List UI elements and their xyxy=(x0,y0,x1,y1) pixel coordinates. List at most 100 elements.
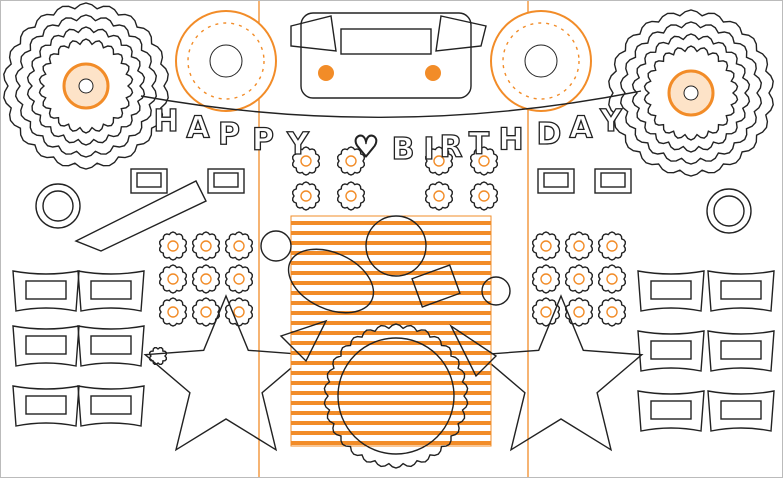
fan-right xyxy=(435,15,487,52)
cupcake-top xyxy=(345,155,357,167)
banner-letter: Y xyxy=(599,104,623,139)
tablecloth-stripe xyxy=(291,291,491,295)
cupcake xyxy=(191,231,221,261)
place-card-label xyxy=(720,400,762,420)
tablecloth-stripe xyxy=(291,331,491,335)
paper-rosette xyxy=(38,38,134,134)
cupcake xyxy=(564,297,594,327)
cupcake xyxy=(158,264,188,294)
cupcake xyxy=(424,146,454,176)
cupcake xyxy=(224,297,254,327)
party-glasses xyxy=(74,180,207,252)
gift-card xyxy=(411,264,461,308)
tablecloth-stripe xyxy=(291,241,491,245)
banner-letter: R xyxy=(439,130,462,165)
name-card xyxy=(594,168,632,194)
star-decoration xyxy=(478,294,644,452)
tablecloth-stripe xyxy=(291,251,491,255)
cupcake xyxy=(531,231,561,261)
tablecloth-stripe xyxy=(291,301,491,305)
plate-rim xyxy=(713,195,745,227)
banner-letter: A xyxy=(186,111,210,146)
tablecloth-stripe xyxy=(291,321,491,325)
cupcake-top xyxy=(200,306,212,318)
orange-ball xyxy=(425,65,441,81)
place-card-label xyxy=(25,395,67,415)
tablecloth-stripe xyxy=(291,231,491,235)
tablecloth-stripe xyxy=(291,281,491,285)
cupcake xyxy=(224,264,254,294)
banner-letter: B xyxy=(392,132,415,167)
cupcake xyxy=(291,181,321,211)
banner-string xyxy=(140,90,642,119)
tablecloth-stripe xyxy=(291,391,491,395)
cupcake xyxy=(191,264,221,294)
cupcake-top xyxy=(573,240,585,252)
cupcake-top xyxy=(478,155,490,167)
tablecloth-stripe xyxy=(291,311,491,315)
banner-letter: D xyxy=(537,117,562,152)
fan-left xyxy=(290,15,337,52)
name-card-label xyxy=(136,172,162,188)
tablecloth-stripe xyxy=(291,341,491,345)
cupcake-top xyxy=(233,273,245,285)
cupcake-top xyxy=(573,306,585,318)
doily-center xyxy=(337,337,455,455)
name-card-label xyxy=(543,172,569,188)
place-card-label xyxy=(720,280,762,300)
cupcake-top xyxy=(233,240,245,252)
cupcake xyxy=(597,264,627,294)
doily xyxy=(323,323,469,469)
cupcake xyxy=(158,231,188,261)
place-card-label xyxy=(25,335,67,355)
tablecloth-stripe xyxy=(291,401,491,405)
name-card xyxy=(130,168,168,194)
cupcake-top xyxy=(200,240,212,252)
cupcake-top xyxy=(167,240,179,252)
cupcake xyxy=(531,264,561,294)
plate xyxy=(35,183,81,229)
place-card xyxy=(707,330,775,372)
star-decoration xyxy=(143,294,309,452)
tablecloth-stripe xyxy=(291,361,491,365)
cupcake xyxy=(597,231,627,261)
cupcake xyxy=(469,181,499,211)
cupcake-top xyxy=(167,306,179,318)
utensil-bowl xyxy=(365,215,427,277)
name-card-label xyxy=(213,172,239,188)
cupcake xyxy=(336,146,366,176)
cupcake xyxy=(291,146,321,176)
rosette-hole xyxy=(683,85,699,101)
cupcake xyxy=(531,297,561,327)
tablecloth-stripe xyxy=(291,381,491,385)
paper-rosette xyxy=(631,33,751,153)
paper-rosette xyxy=(3,2,169,170)
cupcake-top xyxy=(233,306,245,318)
party-hat xyxy=(449,323,498,378)
cupcake-top xyxy=(606,306,618,318)
small-flower xyxy=(149,347,167,365)
banner-letter: P xyxy=(218,117,240,152)
cupcake-top xyxy=(606,273,618,285)
party-hat xyxy=(279,319,328,363)
cupcake-top xyxy=(573,273,585,285)
banner-letter: ♡ xyxy=(353,130,380,165)
cupcake-top xyxy=(167,273,179,285)
place-card-label xyxy=(90,335,132,355)
place-card-label xyxy=(90,280,132,300)
place-card-label xyxy=(650,400,692,420)
paper-rosette xyxy=(26,26,146,146)
cupcake-top xyxy=(200,273,212,285)
banner-letter: P xyxy=(252,123,274,158)
cupcake-top xyxy=(540,306,552,318)
cupcake-top xyxy=(606,240,618,252)
orange-ball xyxy=(318,65,334,81)
tablecloth-stripe xyxy=(291,271,491,275)
name-card-label xyxy=(600,172,626,188)
cupcake xyxy=(336,181,366,211)
paper-rosette xyxy=(643,45,739,141)
place-card xyxy=(77,270,145,312)
paper-rosette xyxy=(619,21,763,165)
cupcake xyxy=(191,297,221,327)
